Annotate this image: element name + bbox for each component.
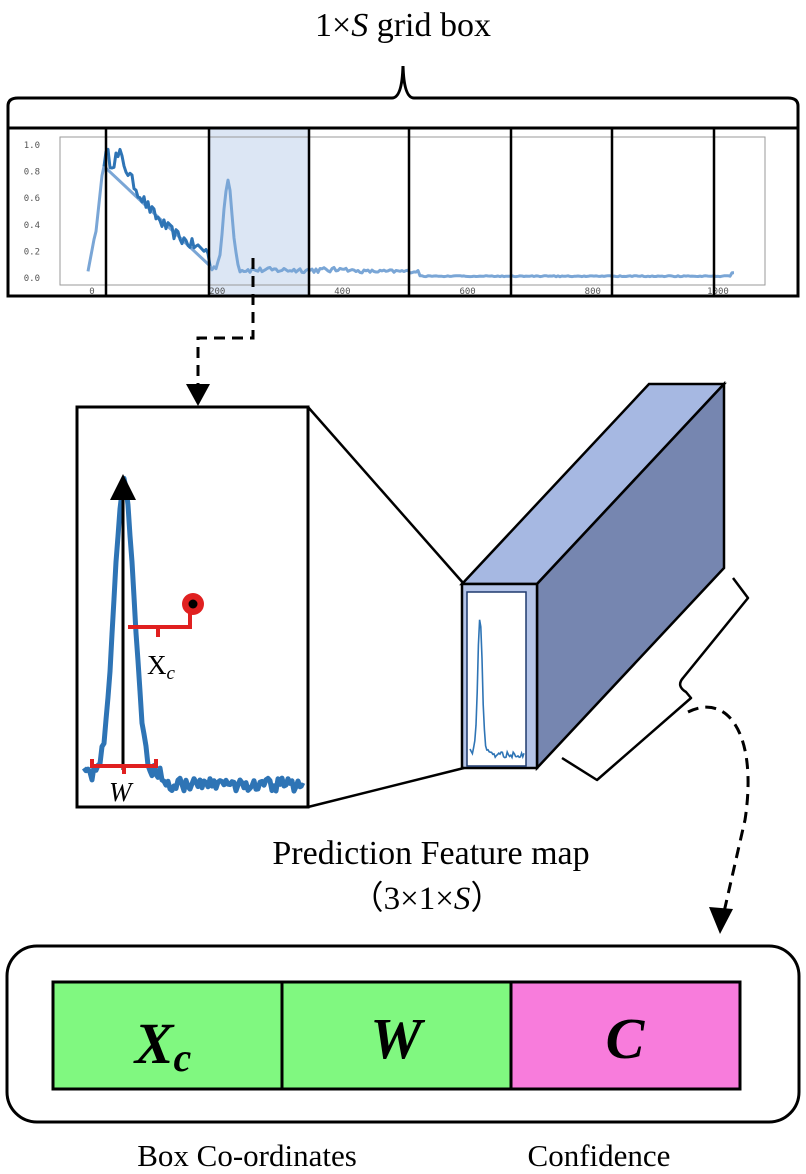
x-tick-label: 800 [585,287,601,297]
w-cell [280,980,513,1091]
peak-arrow-head [110,474,136,500]
x-tick-labels: 0 200 400 600 800 1000 [89,287,729,297]
mini-peak-trace [469,619,525,760]
spectrum-plot: 1.0 0.8 0.6 0.4 0.2 0.0 0 200 400 600 800 1000 [6,126,800,298]
xc-cell-label: Xc [133,1011,192,1080]
w-cell-label: W [370,1006,425,1071]
zoom-arrow [196,258,255,388]
x-tick-label: 1000 [707,287,729,297]
grid-dividers [104,128,716,296]
grid-box-frame [6,126,800,298]
zoom-peak-trace [81,475,306,794]
projection-line-top [307,406,465,585]
center-point-core [188,599,198,609]
feature-map-dims: （3×1×S） [351,881,504,917]
y-tick-label: 0.0 [24,274,40,284]
zoom-panel: Xc W [75,405,310,809]
y-tick-labels: 1.0 0.8 0.6 0.4 0.2 0.0 [24,141,40,284]
y-tick-label: 0.6 [24,194,40,204]
y-tick-label: 1.0 [24,141,40,151]
xc-cell [51,980,284,1091]
confidence-label: Confidence [528,1138,671,1173]
title-suffix: grid box [368,7,491,44]
output-vector: Xc W C [5,944,801,1124]
x-tick-label: 400 [334,287,350,297]
feature-map-label: Prediction Feature map [272,835,589,872]
grid-brace [6,65,800,128]
title-var: S [351,7,368,44]
confidence-cell [509,980,742,1091]
y-tick-label: 0.2 [24,247,40,257]
output-arrow [687,705,750,913]
w-label: W [109,777,134,807]
xc-label: Xc [147,650,176,684]
title-prefix: 1× [315,7,351,44]
depth-bracket [561,577,750,782]
output-arrow-head [709,907,733,934]
prism-front-window [466,591,527,767]
box-coordinates-label: Box Co-ordinates [137,1138,357,1173]
spectrum-trace [102,147,212,267]
grid-box-title: 1×S grid box [315,7,491,44]
width-bracket [90,759,158,774]
y-tick-label: 0.8 [24,168,40,178]
confidence-cell-label: C [606,1006,646,1071]
x-tick-label: 200 [209,287,225,297]
x-tick-label: 600 [459,287,475,297]
y-tick-label: 0.4 [24,221,40,231]
zoom-arrow-head [186,384,210,406]
projection-line-bottom [307,766,465,809]
feature-map-prism [459,380,727,772]
plot-axes [59,136,766,286]
x-tick-label: 0 [89,287,94,297]
spectrum-trace-light [86,164,734,279]
